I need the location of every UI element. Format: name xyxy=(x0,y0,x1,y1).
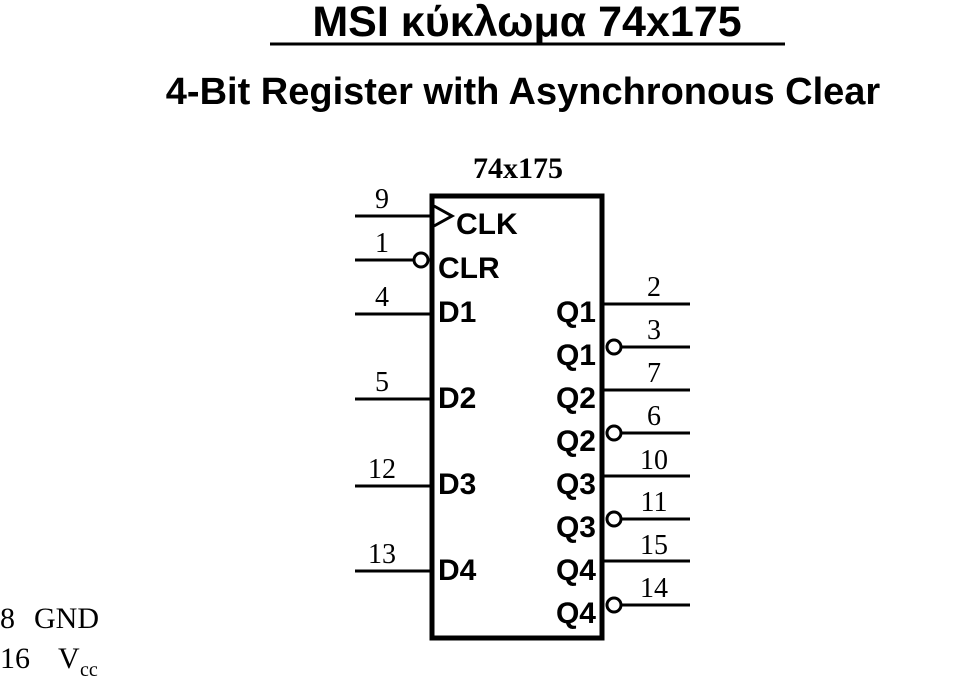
pin-number-q4: 15 xyxy=(640,530,668,561)
pin-number-d2: 5 xyxy=(375,367,389,398)
inversion-bubble-q1-bar xyxy=(605,338,623,356)
pin-label-q1: Q1 xyxy=(556,296,596,329)
subtitle: 4-Bit Register with Asynchronous Clear xyxy=(166,71,881,113)
pin-number-clk: 9 xyxy=(375,184,389,215)
pin-label-q3: Q3 xyxy=(556,468,596,501)
pin-label-q3-bar: Q3 xyxy=(556,511,596,544)
pin-number-q3: 10 xyxy=(640,445,668,476)
pin-number-clr: 1 xyxy=(375,228,389,259)
pin-label-q4-bar: Q4 xyxy=(556,597,596,630)
pin-number-d1: 4 xyxy=(375,282,389,313)
pin-label-q1-bar: Q1 xyxy=(556,339,596,372)
chip-body xyxy=(429,193,605,641)
pin-number-q4-bar: 14 xyxy=(640,573,668,604)
pin-label-q2-bar: Q2 xyxy=(556,425,596,458)
vcc-subscript: cc xyxy=(80,659,98,679)
clock-triangle-icon xyxy=(433,204,456,228)
inversion-bubble-q4-bar xyxy=(605,596,623,614)
pin-label-d1: D1 xyxy=(438,296,476,329)
pin-number-q1-bar: 3 xyxy=(647,315,661,346)
pin-label-d4: D4 xyxy=(438,554,477,587)
gnd-pin-number: 8 xyxy=(0,602,15,635)
chip-name: 74x175 xyxy=(473,152,563,185)
inversion-bubble-q3-bar xyxy=(605,510,623,528)
vcc-label: V xyxy=(58,642,80,675)
pin-number-q2: 7 xyxy=(647,358,661,389)
pin-number-q1: 2 xyxy=(647,272,661,303)
pin-number-d4: 13 xyxy=(368,539,396,570)
gnd-label: GND xyxy=(34,602,99,635)
pin-label-clk: CLK xyxy=(456,208,518,241)
pin-label-q4: Q4 xyxy=(556,554,596,587)
pin-label-q2: Q2 xyxy=(556,382,596,415)
inversion-bubble-q2-bar xyxy=(605,424,623,442)
pin-label-d2: D2 xyxy=(438,382,476,415)
pin-number-q2-bar: 6 xyxy=(647,401,661,432)
vcc-pin-number: 16 xyxy=(0,642,30,675)
pin-label-d3: D3 xyxy=(438,468,476,501)
pin-number-d3: 12 xyxy=(368,454,396,485)
inversion-bubble-clr xyxy=(412,251,430,269)
title: MSI κύκλωμα 74x175 xyxy=(312,0,741,46)
pin-number-q3-bar: 11 xyxy=(641,487,668,518)
pin-label-clr: CLR xyxy=(438,252,500,285)
